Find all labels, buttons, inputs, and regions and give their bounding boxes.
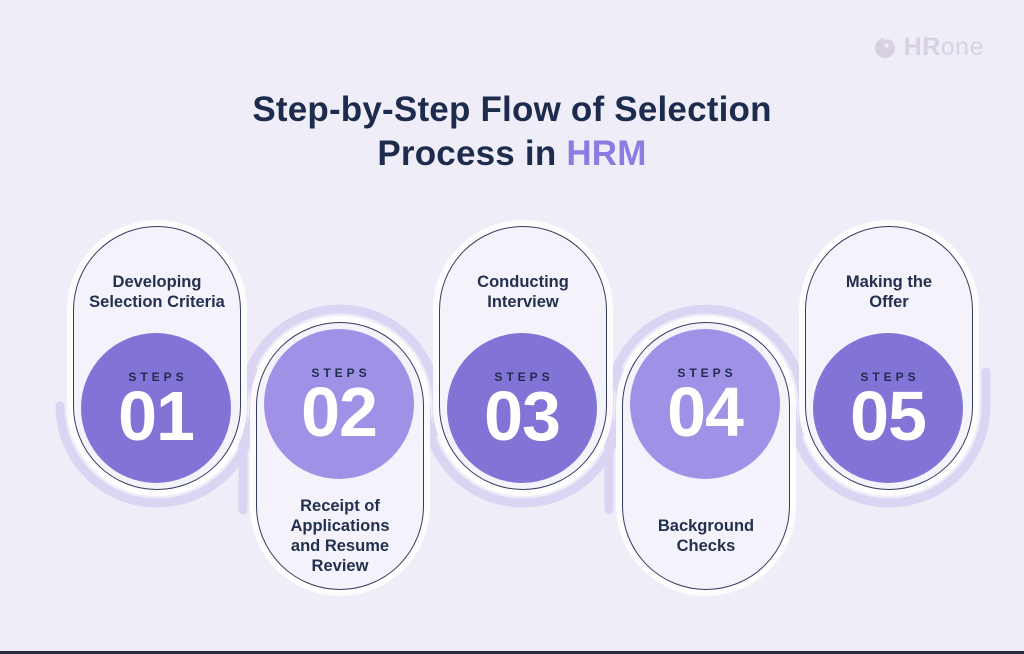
step-number: 03	[484, 376, 561, 455]
wave-arc	[238, 304, 442, 515]
wave-arc	[787, 367, 991, 508]
step-tag: STEPS	[494, 369, 554, 384]
step-circle: STEPS 02	[264, 329, 414, 479]
step-circle: STEPS 01	[81, 333, 231, 483]
step-circle: STEPS 05	[813, 333, 963, 483]
step-label: Background Checks	[657, 517, 755, 555]
step-capsule: Making the Offer STEPS 05	[805, 226, 973, 490]
step-capsule: Background Checks STEPS 04	[622, 322, 790, 590]
hrone-swirl-icon	[874, 37, 895, 58]
step-capsule: Developing Selection Criteria STEPS 01	[73, 226, 241, 490]
step-tag: STEPS	[677, 365, 737, 380]
step-capsule: Receipt of Applications and Resume Revie…	[256, 322, 424, 590]
step-circle: STEPS 04	[630, 329, 780, 479]
brand-hr: HR	[903, 33, 941, 61]
step-label: Receipt of Applications and Resume Revie…	[290, 497, 390, 575]
step-capsule: Conducting Interview STEPS 03	[439, 226, 607, 490]
page-title: Step-by-Step Flow of Selection Process i…	[0, 88, 1024, 176]
step-number: 04	[667, 372, 744, 451]
page-title-highlight: HRM	[566, 134, 647, 173]
step-number: 01	[118, 376, 195, 455]
step-label: Making the Offer	[845, 273, 933, 311]
step-tag: STEPS	[311, 365, 371, 380]
page-title-line2: Process in HRM	[0, 132, 1024, 176]
step-label: Developing Selection Criteria	[89, 273, 225, 311]
page-title-line1: Step-by-Step Flow of Selection	[252, 90, 772, 129]
step-circle: STEPS 03	[447, 333, 597, 483]
step-tag: STEPS	[128, 369, 188, 384]
step-number: 02	[301, 372, 378, 451]
step-tag: STEPS	[860, 369, 920, 384]
step-label: Conducting Interview	[477, 273, 569, 311]
page-title-line2-prefix: Process in	[377, 134, 567, 173]
step-number: 05	[850, 376, 927, 455]
brand-one: one	[940, 33, 984, 61]
wave-arc	[604, 304, 808, 515]
bottom-edge-bar	[0, 651, 1024, 654]
